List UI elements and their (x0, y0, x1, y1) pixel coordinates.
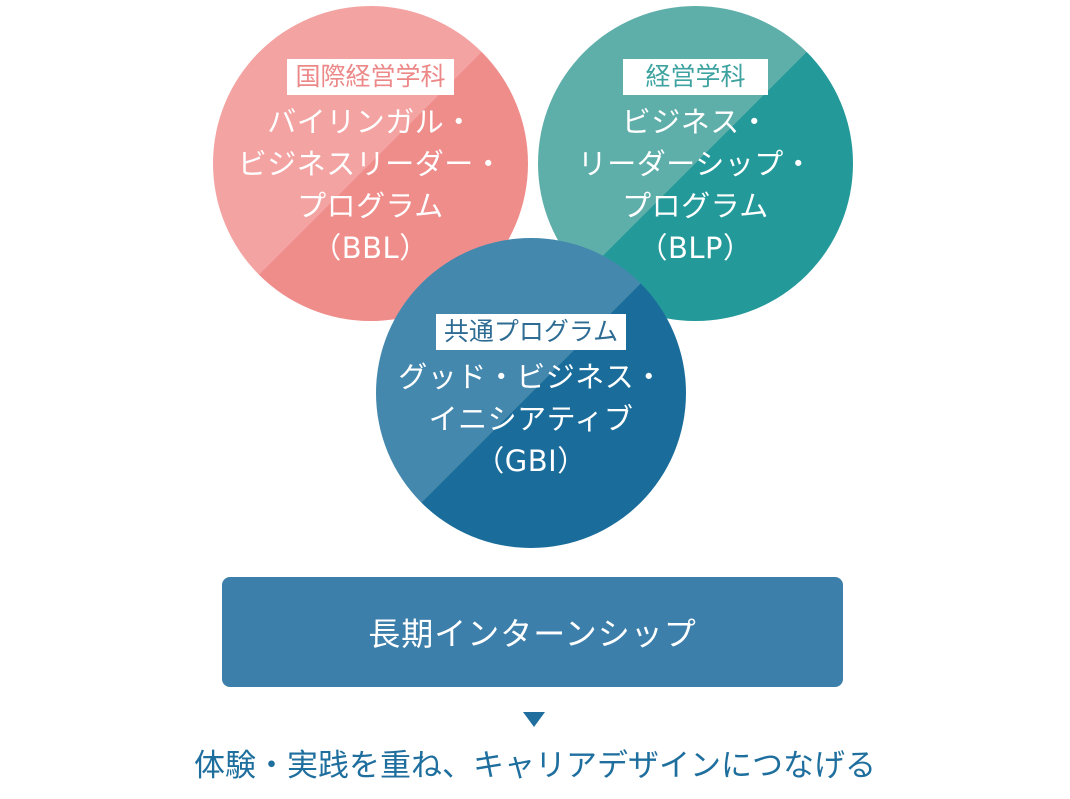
blp-department-tag: 経営学科 (623, 59, 768, 95)
gbi-program-circle: 共通プログラム グッド・ビジネス・ イニシアティブ （GBI） (376, 238, 686, 548)
down-triangle-icon (523, 712, 545, 727)
gbi-common-tag: 共通プログラム (435, 314, 627, 350)
gbi-program-title: グッド・ビジネス・ イニシアティブ （GBI） (398, 360, 664, 478)
blp-program-title: ビジネス・ リーダーシップ・ プログラム （BLP） (577, 105, 814, 265)
bbl-department-tag: 国際経営学科 (287, 59, 454, 95)
bbl-program-title: バイリンガル・ ビジネスリーダー・ プログラム （BBL） (237, 105, 504, 265)
internship-banner-label: 長期インターンシップ (368, 615, 697, 653)
bbl-program-circle: 国際経営学科 バイリンガル・ ビジネスリーダー・ プログラム （BBL） (213, 6, 528, 321)
internship-banner: 長期インターンシップ (222, 577, 843, 687)
career-design-caption: 体験・実践を重ね、キャリアデザインにつなげる (194, 748, 876, 784)
